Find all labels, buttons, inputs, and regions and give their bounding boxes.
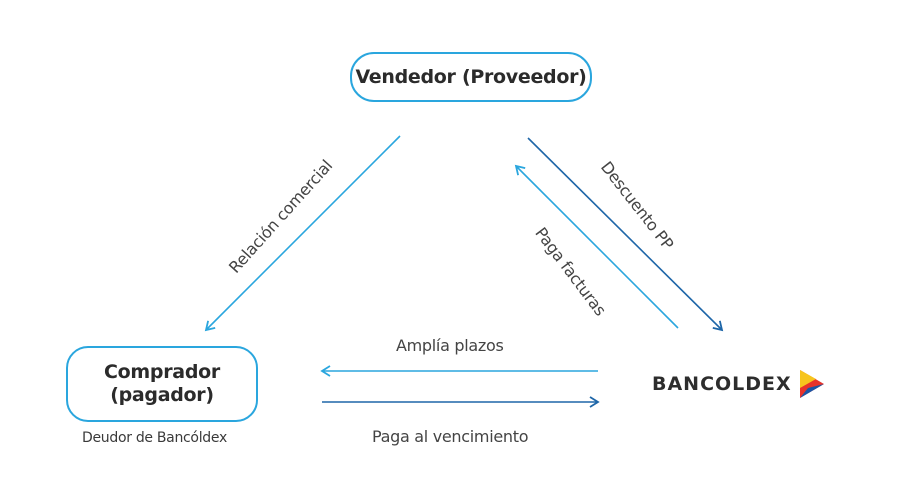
label-amplia-plazos: Amplía plazos <box>396 336 504 355</box>
arrow-paga-facturas <box>514 164 679 329</box>
arrow-descuento-pp <box>527 137 724 332</box>
arrow-relacion-comercial <box>204 135 401 332</box>
label-paga-vencimiento: Paga al vencimiento <box>372 427 529 446</box>
bancoldex-mark-icon <box>799 370 824 398</box>
comprador-caption: Deudor de Bancóldex <box>82 430 227 446</box>
bancoldex-logo: BANCOLDEX <box>652 368 828 400</box>
logo-wordmark: BANCOLDEX <box>652 373 792 395</box>
node-vendedor: Vendedor (Proveedor) <box>350 52 592 102</box>
node-comprador: Comprador (pagador) <box>66 346 258 422</box>
